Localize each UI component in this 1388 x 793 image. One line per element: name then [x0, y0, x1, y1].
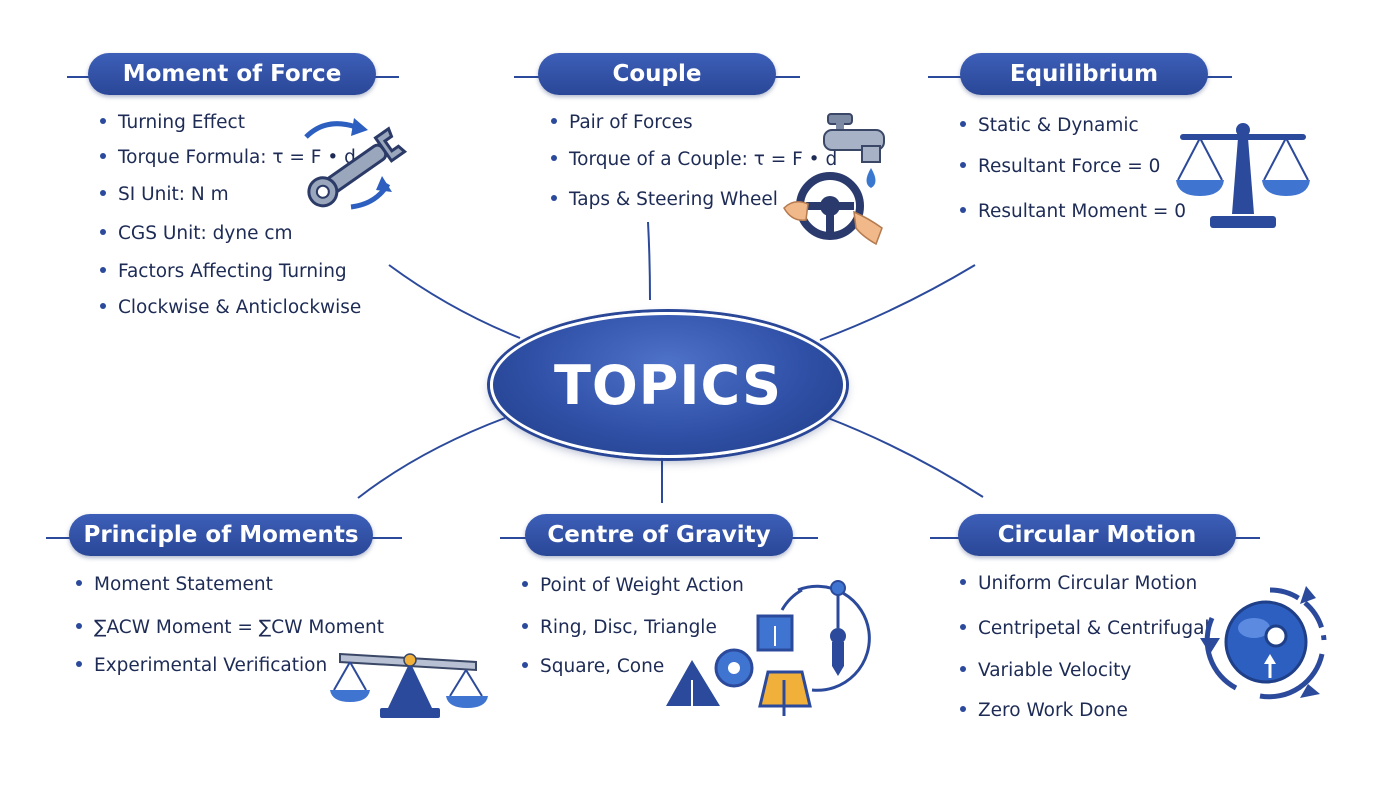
- shapes-icon: [666, 580, 871, 716]
- list-item: Resultant Force = 0: [960, 156, 1160, 177]
- connector-moment: [388, 264, 521, 339]
- tap-steering-icon: [783, 113, 885, 246]
- list-item: CGS Unit: dyne cm: [100, 223, 293, 244]
- list-item: Torque Formula: τ = F • d: [100, 147, 356, 168]
- wrench-icon: [304, 118, 408, 210]
- list-item: Taps & Steering Wheel: [551, 189, 778, 210]
- list-item: Uniform Circular Motion: [960, 573, 1197, 594]
- list-item: Turning Effect: [100, 112, 245, 133]
- list-item: Experimental Verification: [76, 655, 327, 676]
- list-item: Static & Dynamic: [960, 115, 1139, 136]
- topic-title-circular[interactable]: Circular Motion: [958, 514, 1236, 556]
- center-topics-node[interactable]: TOPICS: [490, 312, 846, 458]
- topic-title-text: Moment of Force: [122, 61, 342, 87]
- circular-motion-icon: [1200, 586, 1327, 700]
- connector-principle: [357, 417, 506, 499]
- list-item: Variable Velocity: [960, 660, 1131, 681]
- list-item: Point of Weight Action: [522, 575, 744, 596]
- topic-title-text: Centre of Gravity: [547, 522, 771, 548]
- topic-title-gravity[interactable]: Centre of Gravity: [525, 514, 793, 556]
- connector-couple: [647, 221, 651, 301]
- list-item: Resultant Moment = 0: [960, 201, 1186, 222]
- list-item: Square, Cone: [522, 656, 664, 677]
- connector-equilibrium: [819, 264, 976, 341]
- list-item: Ring, Disc, Triangle: [522, 617, 717, 638]
- topic-title-text: Principle of Moments: [83, 522, 359, 548]
- list-item: Zero Work Done: [960, 700, 1128, 721]
- topic-title-equilibrium[interactable]: Equilibrium: [960, 53, 1208, 95]
- seesaw-balance-icon: [330, 652, 488, 718]
- list-item: SI Unit: N m: [100, 184, 229, 205]
- balance-scale-icon: [1176, 123, 1310, 228]
- topic-title-text: Equilibrium: [1009, 61, 1159, 87]
- list-item: Centripetal & Centrifugal: [960, 618, 1210, 639]
- topic-title-text: Circular Motion: [997, 522, 1197, 548]
- topic-title-text: Couple: [612, 61, 702, 87]
- list-item: Factors Affecting Turning: [100, 261, 347, 282]
- topic-title-couple[interactable]: Couple: [538, 53, 776, 95]
- list-item: Moment Statement: [76, 574, 273, 595]
- list-item: Pair of Forces: [551, 112, 693, 133]
- topic-title-principle[interactable]: Principle of Moments: [69, 514, 373, 556]
- topic-title-moment[interactable]: Moment of Force: [88, 53, 376, 95]
- list-item: Clockwise & Anticlockwise: [100, 297, 361, 318]
- center-title: TOPICS: [554, 353, 782, 417]
- list-item: Torque of a Couple: τ = F • d: [551, 149, 837, 170]
- list-item: ∑ACW Moment = ∑CW Moment: [76, 617, 384, 638]
- connector-circular: [827, 417, 984, 498]
